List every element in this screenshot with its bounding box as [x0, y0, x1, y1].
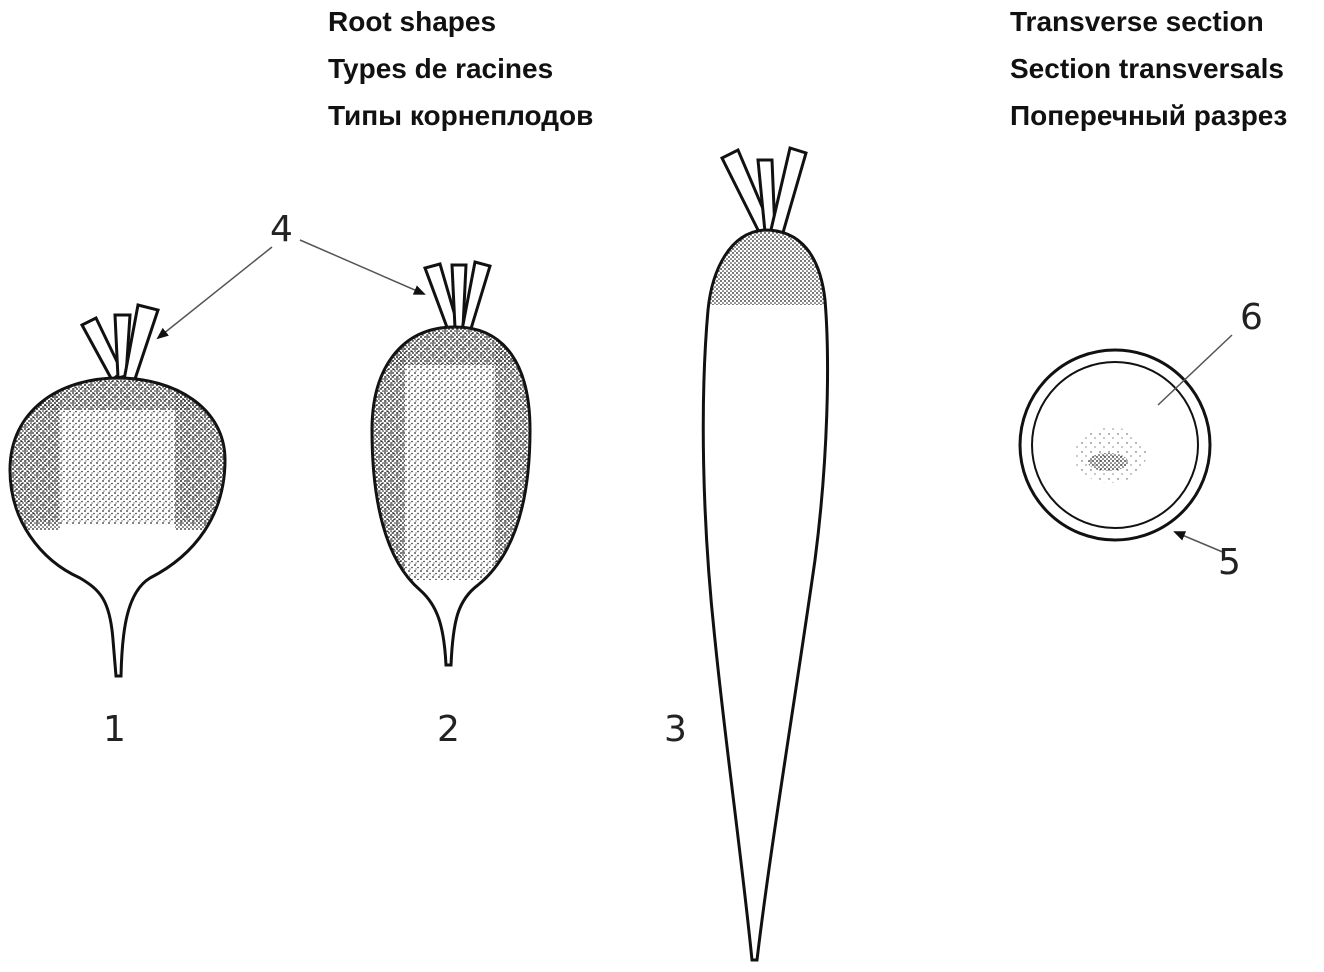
round-root [0, 305, 240, 676]
figure-number-4: 4 [270, 212, 293, 248]
figure-number-5: 5 [1218, 545, 1241, 581]
transverse-section-diagram [1020, 350, 1210, 540]
figure-number-6: 6 [1240, 300, 1263, 336]
long-root-leaf-stalks [722, 148, 806, 236]
round-root-leaf-stalks [82, 305, 158, 382]
label-4-arrow-to-root1 [158, 247, 272, 338]
oval-root [360, 262, 540, 665]
long-root [700, 148, 835, 960]
figure-number-3: 3 [664, 712, 687, 748]
figure-number-2: 2 [437, 712, 460, 748]
oval-root-leaf-stalks [425, 262, 490, 332]
label-4-arrow-to-root2 [300, 240, 424, 294]
section-core-stipple [1074, 427, 1146, 483]
figure-number-1: 1 [103, 712, 126, 748]
